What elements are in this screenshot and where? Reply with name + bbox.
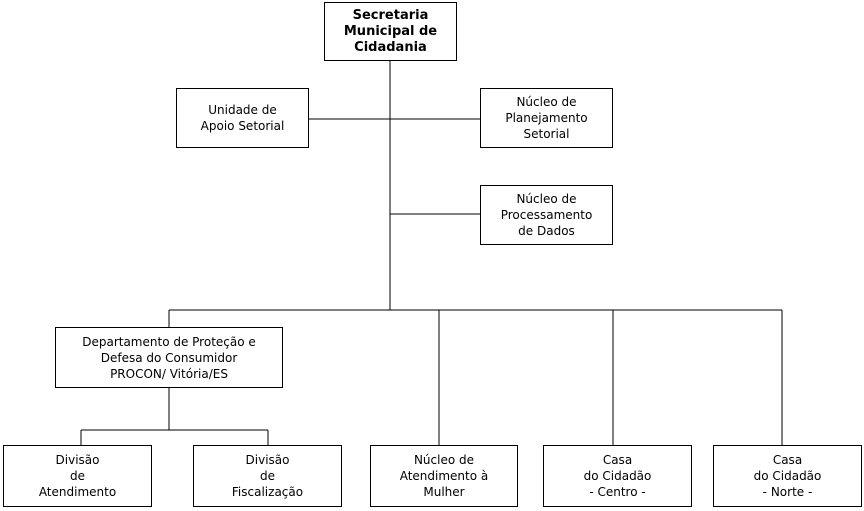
node-line: Unidade de (208, 103, 277, 117)
node-line: do Cidadão (583, 469, 652, 483)
node-line: - Centro - (589, 485, 646, 499)
node-line: de Dados (518, 224, 575, 238)
node-line: Planejamento (505, 111, 588, 125)
node-unidade-apoio: Unidade de Apoio Setorial (176, 88, 309, 148)
node-nucleo-processamento: Núcleo de Processamento de Dados (480, 185, 613, 245)
node-line: Departamento de Proteção e (82, 334, 256, 349)
node-line: Processamento (500, 208, 593, 222)
node-divisao-fiscalizacao: Divisão de Fiscalização (193, 445, 342, 507)
node-line: Núcleo de (516, 192, 577, 206)
node-line: Atendimento (38, 485, 117, 499)
node-line: do Cidadão (753, 469, 822, 483)
node-line: Casa (772, 453, 803, 467)
node-line: Núcleo de (516, 95, 577, 109)
node-line: Divisão (55, 453, 100, 467)
node-secretaria: Secretaria Municipal de Cidadania (324, 2, 457, 61)
node-line: Fiscalização (231, 485, 304, 499)
node-line: Casa (602, 453, 633, 467)
node-line: Apoio Setorial (200, 119, 285, 133)
node-line: Setorial (523, 127, 570, 141)
node-line: Mulher (423, 485, 465, 499)
node-line: de (260, 469, 275, 483)
node-casa-norte: Casa do Cidadão - Norte - (713, 445, 862, 507)
node-nucleo-mulher: Núcleo de Atendimento à Mulher (370, 445, 518, 507)
node-line: Núcleo de (413, 453, 475, 467)
node-departamento-procon: Departamento de Proteção e Defesa do Con… (55, 327, 283, 388)
node-divisao-atendimento: Divisão de Atendimento (3, 445, 152, 507)
node-line: Cidadania (354, 39, 427, 55)
node-line: Divisão (245, 453, 290, 467)
node-line: Municipal de (343, 23, 438, 39)
node-line: Defesa do Consumidor (100, 350, 238, 365)
node-line: Atendimento à (399, 469, 489, 483)
node-line: PROCON/ Vitória/ES (110, 366, 228, 381)
node-casa-centro: Casa do Cidadão - Centro - (543, 445, 692, 507)
node-line: Secretaria (352, 7, 429, 23)
node-line: - Norte - (762, 485, 813, 499)
node-nucleo-planejamento: Núcleo de Planejamento Setorial (480, 88, 613, 148)
node-line: de (70, 469, 85, 483)
